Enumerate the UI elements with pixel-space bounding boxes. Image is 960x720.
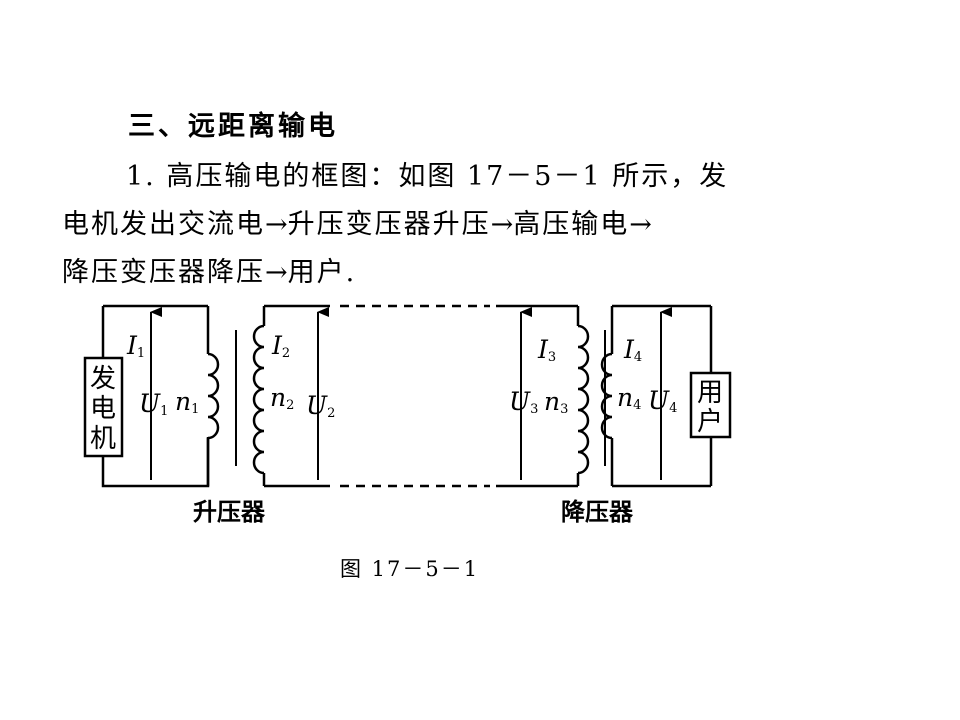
text-hv-transmission: 高压输电 xyxy=(513,209,630,240)
flow-arrow-4: → xyxy=(265,257,288,288)
label-current-4: I4 xyxy=(623,335,642,365)
step-down-label: 降压器 xyxy=(561,498,634,526)
section-heading: 三、远距离输电 xyxy=(128,111,338,142)
flow-arrow-2: → xyxy=(490,209,514,240)
label-turns-3: n3 xyxy=(544,387,568,417)
user-char-2: 户 xyxy=(697,407,723,437)
label-voltage-2: U2 xyxy=(306,391,335,421)
transmission-line xyxy=(252,304,590,488)
user-circuit xyxy=(600,304,713,488)
label-turns-4: n4 xyxy=(617,383,641,413)
primary-coil-1 xyxy=(207,352,220,440)
generator-circuit xyxy=(101,304,220,488)
text-user: 用户. xyxy=(287,257,357,288)
paragraph-line-3: 降压变压器降压→用户. xyxy=(62,249,762,297)
label-voltage-3: U3 xyxy=(509,387,538,417)
label-turns-1: n1 xyxy=(175,387,199,417)
paragraph-line-1: 1. 高压输电的框图：如图 17－5－1 所示，发 xyxy=(126,161,729,192)
figure-caption: 图 17－5－1 xyxy=(340,557,480,581)
generator-char-3: 机 xyxy=(90,424,116,454)
text-generator-output: 电机发出交流电 xyxy=(62,209,265,240)
secondary-coil-2 xyxy=(252,324,265,475)
generator-char-2: 电 xyxy=(90,394,116,424)
step-up-label: 升压器 xyxy=(193,498,266,526)
secondary-coil-4 xyxy=(600,352,613,440)
label-current-3: I3 xyxy=(537,335,556,365)
paragraph-line-2: 电机发出交流电→升压变压器升压→高压输电→ xyxy=(62,201,762,249)
label-current-2: I2 xyxy=(271,331,290,361)
flow-arrow-3: → xyxy=(629,209,652,240)
label-voltage-4: U4 xyxy=(648,386,677,416)
generator-char-1: 发 xyxy=(90,364,116,394)
paragraph: 1. 高压输电的框图：如图 17－5－1 所示，发 电机发出交流电→升压变压器升… xyxy=(62,153,762,297)
label-voltage-1: U1 xyxy=(139,389,168,419)
primary-coil-3 xyxy=(577,324,590,475)
text-step-up: 升压变压器升压 xyxy=(287,209,491,240)
flow-arrow-1: → xyxy=(265,209,288,240)
label-current-1: I1 xyxy=(126,331,145,361)
label-turns-2: n2 xyxy=(270,383,294,413)
generator-box xyxy=(83,356,124,458)
user-char-1: 用 xyxy=(697,378,723,408)
text-step-down: 降压变压器降压 xyxy=(62,257,265,288)
user-box xyxy=(689,371,732,439)
